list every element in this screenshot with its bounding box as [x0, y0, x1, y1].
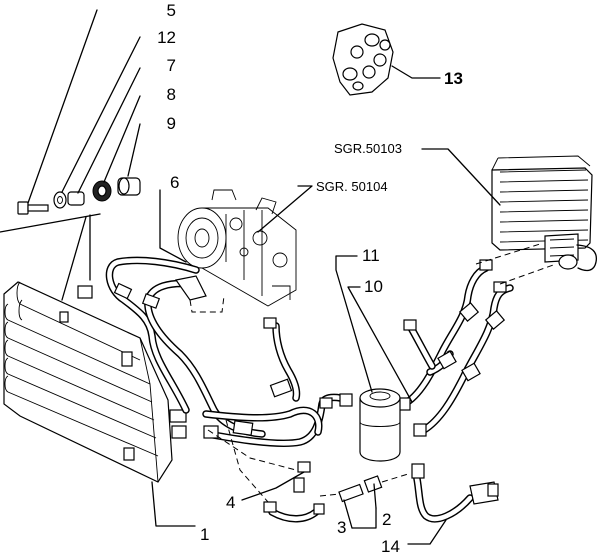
callout-8: 8	[167, 85, 176, 104]
washer-12	[53, 191, 67, 209]
spacer-7	[67, 191, 85, 206]
compressor-assembly	[177, 185, 313, 307]
reference-evaporator: SGR.50103	[334, 141, 402, 156]
evaporator-assembly	[421, 148, 598, 272]
gasket-13	[332, 23, 441, 96]
callout-14: 14	[381, 537, 400, 555]
pressure-switch-and-sensor	[338, 463, 499, 505]
pipe-fittings	[113, 259, 507, 515]
callout-1: 1	[200, 525, 209, 544]
callout-3: 3	[337, 518, 346, 537]
callout-13: 13	[444, 69, 463, 88]
callout-7: 7	[167, 56, 176, 75]
callout-6: 6	[170, 173, 179, 192]
callout-10: 10	[364, 277, 383, 296]
bushing-8	[92, 180, 112, 202]
callout-12: 12	[157, 28, 176, 47]
bolt-5	[17, 201, 49, 215]
leader-lines-small-parts	[0, 9, 141, 301]
condenser-assembly	[3, 281, 187, 483]
reference-compressor: SGR. 50104	[316, 179, 388, 194]
callout-2: 2	[382, 510, 391, 529]
leader-lines	[151, 189, 447, 545]
callout-4: 4	[226, 493, 235, 512]
callout-5: 5	[167, 1, 176, 20]
receiver-drier	[359, 388, 401, 462]
dashed-assembly-lines	[189, 243, 557, 503]
refrigerant-pipes	[105, 256, 514, 523]
callout-11: 11	[362, 246, 380, 265]
grommet-9	[117, 177, 141, 196]
callout-9: 9	[167, 114, 176, 133]
